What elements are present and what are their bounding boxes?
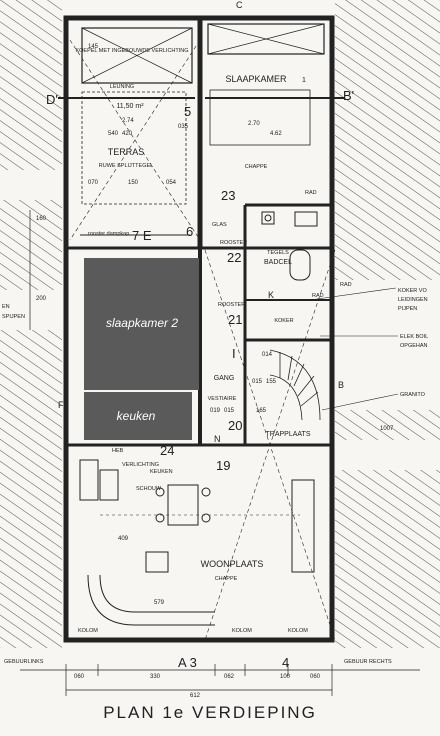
room-number-19: 19 bbox=[216, 458, 230, 473]
schouw-label: SCHOUW bbox=[136, 486, 162, 492]
area-label: 11,50 m² bbox=[116, 103, 144, 110]
section-d-prime: D' bbox=[46, 92, 58, 107]
slaapkamer2-overlay bbox=[84, 258, 199, 390]
granito-note: GRANITO bbox=[400, 392, 426, 398]
gang-label: GANG bbox=[214, 375, 235, 382]
drawing-title: PLAN 1e VERDIEPING bbox=[103, 703, 317, 722]
dim-070: 070 bbox=[88, 180, 99, 186]
dim-145: 145 bbox=[88, 44, 99, 50]
dim-054: 054 bbox=[166, 180, 177, 186]
rooster-mid-label: ROOSTER bbox=[218, 302, 245, 308]
pijpen-note: PIJPEN bbox=[398, 306, 417, 312]
section-a3: A 3 bbox=[178, 655, 197, 670]
room-number-24: 24 bbox=[160, 443, 174, 458]
dim-019: 019 bbox=[210, 408, 221, 414]
keuken-overlay bbox=[84, 392, 192, 440]
dim-155: 155 bbox=[266, 379, 277, 385]
exterior-walls bbox=[63, 15, 335, 643]
spijpen-left2-note: SPIJPEN bbox=[2, 314, 25, 320]
opgehan-note: OPGEHAN bbox=[400, 343, 428, 349]
room-number-k: K bbox=[268, 290, 274, 300]
terras-label: TERRAS bbox=[108, 147, 145, 157]
heb-label: HEB bbox=[112, 448, 124, 454]
section-four: 4 bbox=[282, 655, 289, 670]
slaapkamer-number: 1 bbox=[302, 77, 306, 84]
kolom-left-label: KOLOM bbox=[78, 628, 98, 634]
section-b-prime: B' bbox=[343, 88, 354, 103]
dim-274: 2.74 bbox=[122, 118, 134, 124]
section-b: B bbox=[338, 380, 344, 390]
dim-540: 540 bbox=[108, 131, 119, 137]
room-number-23: 23 bbox=[221, 188, 235, 203]
dim-160: 160 bbox=[36, 216, 47, 222]
verlichting-label: VERLICHTING bbox=[122, 462, 159, 468]
rad-top-label: RAD bbox=[305, 190, 317, 196]
glas-label: GLAS bbox=[212, 222, 227, 228]
living-furniture bbox=[79, 459, 315, 626]
dim-1007: 1007 bbox=[380, 426, 394, 432]
kolom-right-label: KOLOM bbox=[288, 628, 308, 634]
keuken-small-label: KEUKEN bbox=[150, 469, 173, 475]
room-number-6: 6 bbox=[186, 224, 193, 239]
room-number-22: 22 bbox=[227, 250, 241, 265]
staircase bbox=[269, 349, 321, 421]
dim-579: 579 bbox=[154, 600, 165, 606]
ruwe-tegel-label: RUWE SPLIJTTEGEL bbox=[99, 163, 153, 169]
badcel-label: BADCEL bbox=[264, 259, 292, 266]
vestiaire-label: VESTIAIRE bbox=[208, 396, 237, 402]
koker-vo-note: KOKER VO bbox=[398, 288, 427, 294]
dim-060a: 060 bbox=[74, 674, 85, 680]
dim-612: 612 bbox=[190, 693, 201, 699]
dim-462: 4.62 bbox=[270, 131, 282, 137]
dim-420: 420 bbox=[122, 131, 133, 137]
spijpen-left-note: EN bbox=[2, 304, 10, 310]
gebuur-links-label: GEBUURLINKS bbox=[4, 659, 44, 665]
dim-060b: 060 bbox=[310, 674, 321, 680]
room-number-7e: 7 E bbox=[132, 228, 152, 243]
dim-409: 409 bbox=[118, 536, 129, 542]
dim-035: 035 bbox=[178, 124, 189, 130]
tegels-label: TEGELS bbox=[267, 250, 289, 256]
dim-165: 165 bbox=[256, 408, 267, 414]
keuken-label: keuken bbox=[117, 409, 156, 423]
woonplaats-label: WOONPLAATS bbox=[201, 559, 264, 569]
room-number-5: 5 bbox=[184, 104, 191, 119]
section-f: F bbox=[58, 400, 64, 410]
room-number-i: I bbox=[232, 346, 236, 361]
dim-062: 062 bbox=[224, 674, 235, 680]
rooster-dampkap-label: rooster dampkap bbox=[88, 231, 129, 237]
room-number-n: N bbox=[214, 434, 221, 444]
chappe-bottom-label: CHAPPE bbox=[215, 576, 238, 582]
section-c: C bbox=[236, 0, 243, 10]
dim-100: 100 bbox=[280, 674, 291, 680]
gebuur-rechts-label: GEBUUR RECHTS bbox=[344, 659, 392, 665]
leidingen-note: LEIDINGEN bbox=[398, 297, 428, 303]
room-number-21: 21 bbox=[228, 312, 242, 327]
rad-mid-label: RAD bbox=[340, 282, 352, 288]
dim-014: 014 bbox=[262, 352, 273, 358]
koker-label: KOKER bbox=[274, 318, 293, 324]
dim-015b: 015 bbox=[224, 408, 235, 414]
dim-150: 150 bbox=[128, 180, 139, 186]
rooster-top-label: ROOSTER bbox=[220, 240, 247, 246]
dim-270: 2.70 bbox=[248, 121, 260, 127]
dim-015a: 015 bbox=[252, 379, 263, 385]
room-number-20: 20 bbox=[228, 418, 242, 433]
dim-330: 330 bbox=[150, 674, 161, 680]
rad-badcel-label: RAD bbox=[312, 293, 324, 299]
elek-boil-note: ELEK BOIL bbox=[400, 334, 428, 340]
slaapkamer2-label: slaapkamer 2 bbox=[106, 316, 178, 330]
kolom-mid-label: KOLOM bbox=[232, 628, 252, 634]
slaapkamer-label: SLAAPKAMER bbox=[225, 74, 287, 84]
leuning-label: LEUNING bbox=[110, 84, 134, 90]
koepel-label: KOEPEL MET INGEBOUWDE VERLICHTING bbox=[75, 48, 188, 54]
chappe-top-label: CHAPPE bbox=[245, 164, 268, 170]
dim-200: 200 bbox=[36, 296, 47, 302]
trapplaats-label: TRAPPLAATS bbox=[266, 431, 311, 438]
